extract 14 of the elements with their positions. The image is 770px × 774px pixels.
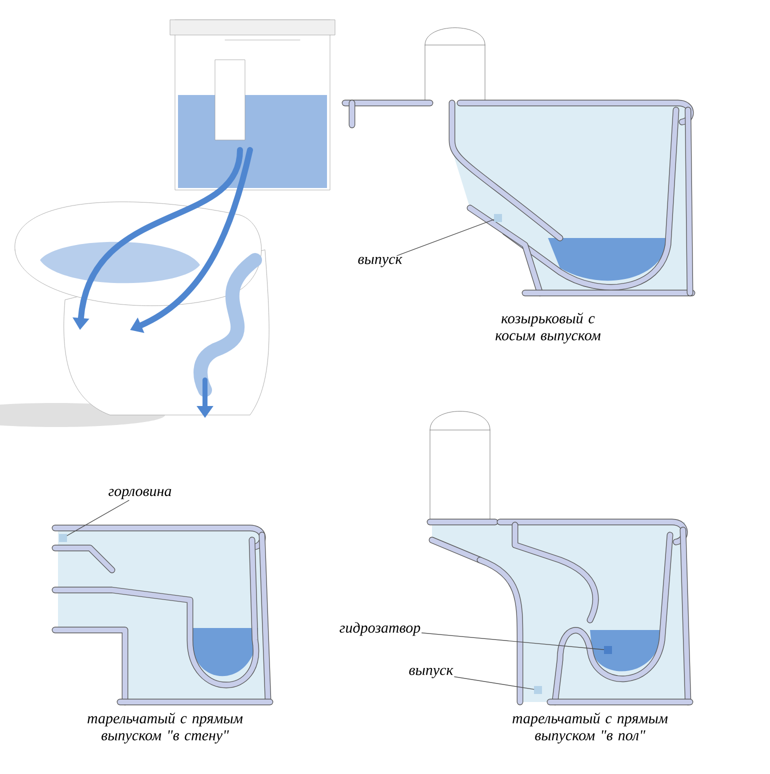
pipe-opening — [59, 534, 67, 542]
leader-line — [396, 219, 494, 256]
pipe-opening — [494, 214, 502, 222]
caption: тарельчатый с прямым выпуском "в пол" — [512, 712, 668, 744]
part-label: горловина — [108, 488, 172, 500]
part-label: выпуск — [358, 256, 402, 268]
caption: козырьковый с косым выпуском — [496, 312, 601, 344]
leader-line — [454, 676, 534, 690]
leader-line — [66, 500, 130, 536]
pipe-opening — [534, 686, 542, 694]
caption: тарельчатый с прямым выпуском "в стену" — [88, 712, 243, 744]
part-label: выпуск — [409, 668, 454, 678]
part-label: гидрозатвор — [340, 622, 420, 636]
leader-line — [421, 632, 604, 650]
